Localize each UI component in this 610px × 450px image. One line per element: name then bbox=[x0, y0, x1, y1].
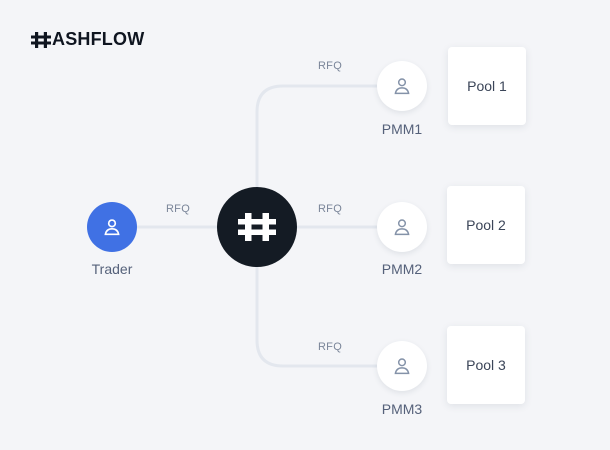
hub-pmm1-line bbox=[255, 84, 379, 192]
rfq-label-pmm1: RFQ bbox=[317, 60, 343, 72]
trader-label: Trader bbox=[91, 261, 133, 277]
pmm2-label: PMM2 bbox=[381, 261, 423, 277]
pool-1-card: Pool 1 bbox=[448, 47, 526, 125]
pmm2-node bbox=[377, 202, 427, 252]
pmm1-label: PMM1 bbox=[381, 121, 423, 137]
hashflow-hash-icon bbox=[238, 213, 276, 241]
rfq-label-pmm3: RFQ bbox=[317, 341, 343, 353]
rfq-label-pmm2: RFQ bbox=[317, 203, 343, 215]
hashflow-logo: ASHFLOW bbox=[31, 29, 144, 50]
hub-pmm3-line bbox=[255, 262, 379, 368]
rfq-label-trader: RFQ bbox=[165, 203, 191, 215]
pmm1-node bbox=[377, 61, 427, 111]
hashflow-hub-node bbox=[217, 187, 297, 267]
user-icon bbox=[394, 78, 410, 95]
pmm3-node bbox=[377, 341, 427, 391]
pool-3-card: Pool 3 bbox=[447, 326, 525, 404]
user-icon bbox=[104, 219, 120, 236]
trader-node bbox=[87, 202, 137, 252]
pmm3-label: PMM3 bbox=[381, 401, 423, 417]
hashflow-logo-icon bbox=[31, 31, 51, 48]
pool-2-card: Pool 2 bbox=[447, 186, 525, 264]
user-icon bbox=[394, 358, 410, 375]
user-icon bbox=[394, 219, 410, 236]
brand-name: ASHFLOW bbox=[52, 29, 145, 49]
